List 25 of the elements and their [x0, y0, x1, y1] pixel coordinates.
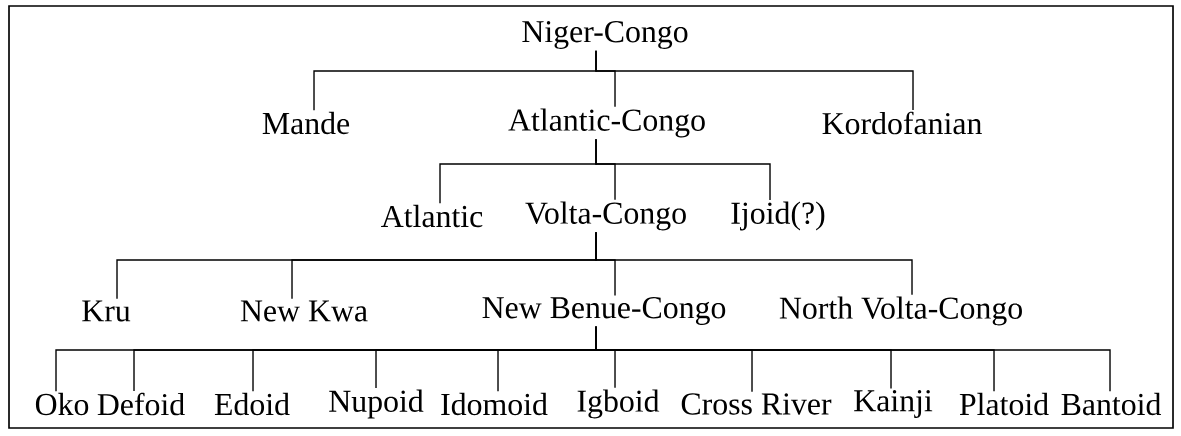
language-label: Nupoid: [329, 389, 424, 419]
language-label: Cross River: [681, 393, 832, 415]
language-label: Idomoid: [441, 392, 548, 416]
language-label: New Kwa: [240, 300, 368, 322]
language-label: Igboid: [577, 389, 660, 419]
language-label: Mande: [262, 111, 350, 135]
language-label: Oko: [35, 392, 89, 416]
tree-branch: [595, 325, 1111, 392]
language-label: Kru: [82, 300, 131, 322]
language-label: Bantoid: [1061, 392, 1162, 416]
language-label: Niger-Congo: [522, 21, 688, 49]
language-label: Defoid: [97, 392, 185, 416]
language-label: Atlantic: [381, 204, 483, 228]
language-label: New Benue-Congo: [482, 297, 726, 325]
tree-branch: [595, 49, 914, 111]
language-label: Atlantic-Congo: [508, 108, 705, 138]
tree-branch: [595, 138, 771, 201]
language-label: Kainji: [854, 390, 933, 418]
language-label: Platoid: [959, 392, 1049, 416]
language-label: Edoid: [214, 392, 290, 416]
tree-branch: [595, 231, 913, 296]
language-label: North Volta-Congo: [779, 296, 1022, 326]
language-label: Kordofanian: [822, 111, 982, 135]
language-label: Volta-Congo: [525, 201, 686, 231]
language-label: Ijoid(?): [731, 201, 825, 231]
